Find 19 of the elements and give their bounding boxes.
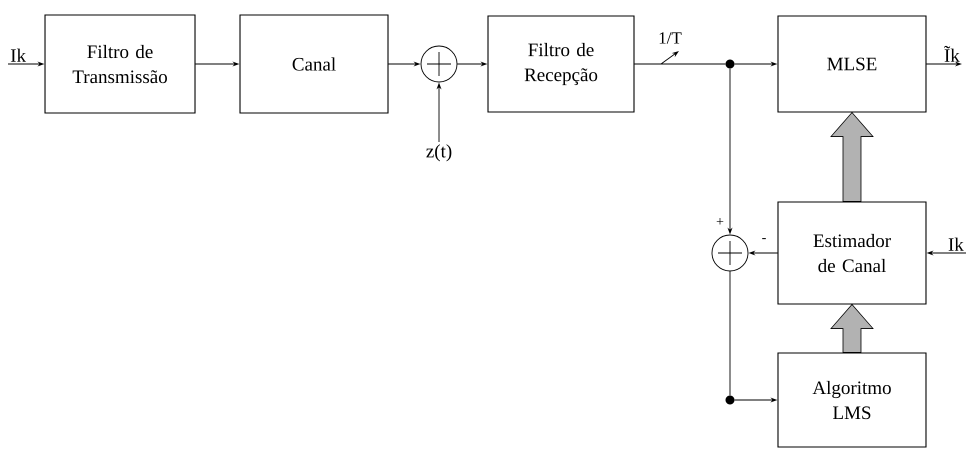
process-box: Filtro de Transmissão: [44, 14, 196, 114]
sign-label: -: [762, 238, 766, 240]
summing-junction: [712, 234, 748, 272]
block-arrow: [830, 112, 874, 202]
signal-label: z(t): [426, 144, 452, 162]
signal-label: Ĩk: [944, 46, 960, 62]
process-box: Filtro de Recepção: [487, 15, 635, 113]
signal-label: Ik: [948, 238, 964, 251]
sign-label: +: [716, 218, 724, 225]
signal-label: Ik: [10, 48, 26, 62]
junction-dot: [726, 60, 734, 68]
process-box: Canal: [239, 14, 389, 114]
junction-dot: [726, 396, 734, 404]
block-arrow: [830, 304, 874, 353]
process-box: MLSE: [777, 15, 927, 113]
summing-junction: [420, 46, 458, 82]
process-box: Algoritmo LMS: [777, 352, 927, 448]
sign-label: 1/T: [660, 32, 682, 44]
process-box: Estimador de Canal: [777, 201, 927, 305]
